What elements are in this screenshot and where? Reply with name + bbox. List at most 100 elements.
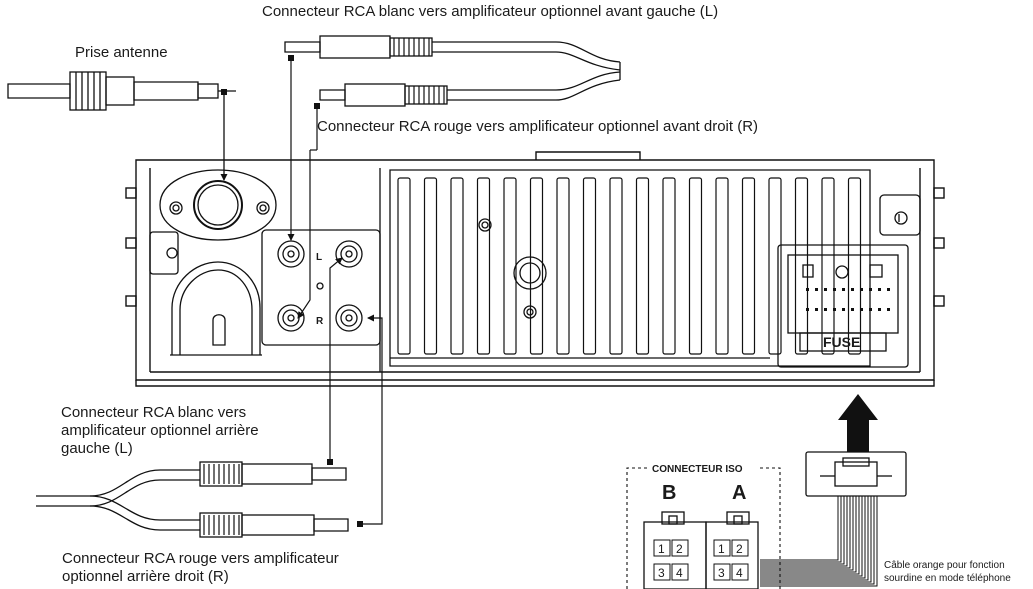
iso-wire-harness bbox=[760, 496, 878, 587]
iso-a-pin-1: 1 bbox=[718, 542, 725, 556]
socket-pin bbox=[851, 288, 854, 291]
iso-block-b-label: B bbox=[662, 482, 676, 504]
iso-socket bbox=[777, 244, 909, 368]
fin bbox=[397, 177, 411, 355]
fin bbox=[503, 177, 517, 355]
fin bbox=[821, 177, 835, 355]
socket-pin bbox=[869, 308, 872, 311]
rca-white-front-label: Connecteur RCA blanc vers amplificateur … bbox=[262, 3, 719, 20]
insert-arrow bbox=[838, 394, 878, 452]
socket-pin bbox=[815, 308, 818, 311]
head-unit-chassis bbox=[125, 151, 945, 387]
socket-pin bbox=[833, 288, 836, 291]
harness-wire bbox=[760, 496, 863, 577]
fin bbox=[688, 177, 703, 355]
rca-output-panel bbox=[261, 229, 381, 346]
fin bbox=[450, 177, 464, 355]
socket-pin bbox=[860, 308, 863, 311]
socket-pin bbox=[887, 308, 890, 311]
fuse-label: FUSE bbox=[823, 334, 860, 350]
rear-leaders bbox=[329, 257, 383, 525]
socket-pin bbox=[824, 308, 827, 311]
fin bbox=[476, 177, 491, 355]
iso-b-pin-1: 1 bbox=[658, 542, 665, 556]
fin bbox=[662, 177, 676, 355]
iso-dashed-frame bbox=[626, 467, 781, 589]
left-mount-bracket bbox=[149, 231, 179, 275]
front-leaders bbox=[287, 58, 318, 241]
harness-wire bbox=[760, 496, 842, 563]
antenna-plug bbox=[7, 71, 236, 111]
rca-red-rear-label-line1: Connecteur RCA rouge vers amplificateur bbox=[62, 550, 339, 567]
fin bbox=[768, 177, 782, 355]
socket-pin bbox=[833, 308, 836, 311]
rca-left-marker: L bbox=[316, 252, 322, 263]
iso-b-pin-4: 4 bbox=[676, 566, 683, 580]
harness-wire bbox=[760, 496, 860, 575]
socket-pin bbox=[860, 288, 863, 291]
fin bbox=[741, 177, 756, 355]
front-rca-cables bbox=[284, 35, 621, 107]
harness-wire bbox=[760, 496, 878, 587]
rear-rca-grips bbox=[203, 464, 240, 535]
fin bbox=[847, 177, 862, 355]
iso-block-a bbox=[705, 511, 759, 589]
iso-plug-housing bbox=[805, 451, 907, 497]
orange-cable-label-line1: Câble orange pour fonction bbox=[884, 560, 1005, 571]
heatsink-frame bbox=[389, 169, 871, 367]
harness-wire bbox=[760, 496, 845, 565]
iso-a-pin-4: 4 bbox=[736, 566, 743, 580]
socket-pin bbox=[824, 288, 827, 291]
rear-rca-cables bbox=[36, 461, 349, 538]
rca-red-rear-label-line2: optionnel arrière droit (R) bbox=[62, 568, 229, 585]
iso-b-pin-3: 3 bbox=[658, 566, 665, 580]
socket-pin bbox=[851, 308, 854, 311]
harness-wire bbox=[760, 496, 875, 585]
fin bbox=[582, 177, 597, 355]
iso-pin-boxes bbox=[653, 539, 749, 581]
antenna-socket-plate bbox=[159, 169, 277, 241]
harness-wire bbox=[760, 496, 839, 561]
rca-white-rear-label-line2: amplificateur optionnel arrière bbox=[61, 422, 259, 439]
ground-arch bbox=[170, 261, 262, 356]
socket-pin bbox=[842, 308, 845, 311]
socket-pin bbox=[878, 288, 881, 291]
rca-white-rear-label-line1: Connecteur RCA blanc vers bbox=[61, 404, 247, 421]
fin bbox=[529, 177, 544, 355]
fin bbox=[715, 177, 729, 355]
iso-b-pin-2: 2 bbox=[676, 542, 683, 556]
socket-pin bbox=[869, 288, 872, 291]
front-rca-grips bbox=[393, 38, 445, 104]
iso-title: CONNECTEUR ISO bbox=[652, 464, 743, 475]
harness-wire bbox=[760, 496, 857, 573]
harness-wire bbox=[760, 496, 851, 569]
socket-pin bbox=[806, 308, 809, 311]
rca-white-rear-label-line3: gauche (L) bbox=[61, 440, 133, 457]
harness-wire bbox=[760, 496, 848, 567]
harness-wire bbox=[760, 496, 866, 579]
socket-pin bbox=[878, 308, 881, 311]
fin bbox=[794, 177, 809, 355]
right-mount-bracket bbox=[879, 194, 921, 236]
front-red-leader bbox=[297, 150, 311, 319]
socket-pin bbox=[887, 288, 890, 291]
rca-red-front-label: Connecteur RCA rouge vers amplificateur … bbox=[317, 118, 759, 135]
fin bbox=[423, 177, 438, 355]
iso-a-pin-3: 3 bbox=[718, 566, 725, 580]
harness-wire bbox=[760, 496, 872, 583]
iso-block-b bbox=[643, 511, 707, 589]
fin bbox=[556, 177, 570, 355]
harness-wire bbox=[760, 496, 869, 581]
iso-block-a-label: A bbox=[732, 482, 746, 504]
fin bbox=[635, 177, 650, 355]
heatsink-fins bbox=[397, 177, 862, 355]
socket-pin bbox=[842, 288, 845, 291]
fin bbox=[609, 177, 623, 355]
socket-pin bbox=[815, 288, 818, 291]
antenna-label: Prise antenne bbox=[75, 44, 168, 61]
rca-right-marker: R bbox=[316, 316, 324, 327]
iso-socket-pins bbox=[806, 288, 890, 311]
iso-a-pin-2: 2 bbox=[736, 542, 743, 556]
socket-pin bbox=[806, 288, 809, 291]
